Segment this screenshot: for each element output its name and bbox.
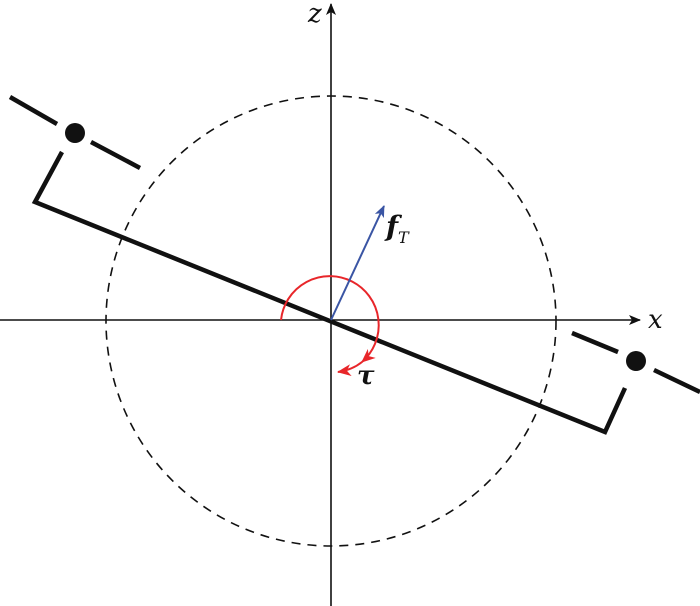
right-dashed-segment xyxy=(653,367,700,395)
force-subscript: T xyxy=(398,228,410,247)
left-dashed-segment xyxy=(89,140,142,170)
x-axis-label: x xyxy=(648,305,663,335)
z-axis-label: z xyxy=(307,0,322,29)
left-dashed-segment xyxy=(8,95,59,126)
torque-arrow-tail xyxy=(337,361,363,377)
torque-arc xyxy=(280,275,380,363)
left-pivot-dot xyxy=(65,123,85,143)
torque-label: τ xyxy=(357,361,375,391)
right-pivot-dot xyxy=(626,351,646,371)
main-bar xyxy=(31,150,628,435)
right-dashed-segment xyxy=(571,330,619,355)
force-vector xyxy=(330,205,385,321)
force-label: fT xyxy=(384,210,410,247)
